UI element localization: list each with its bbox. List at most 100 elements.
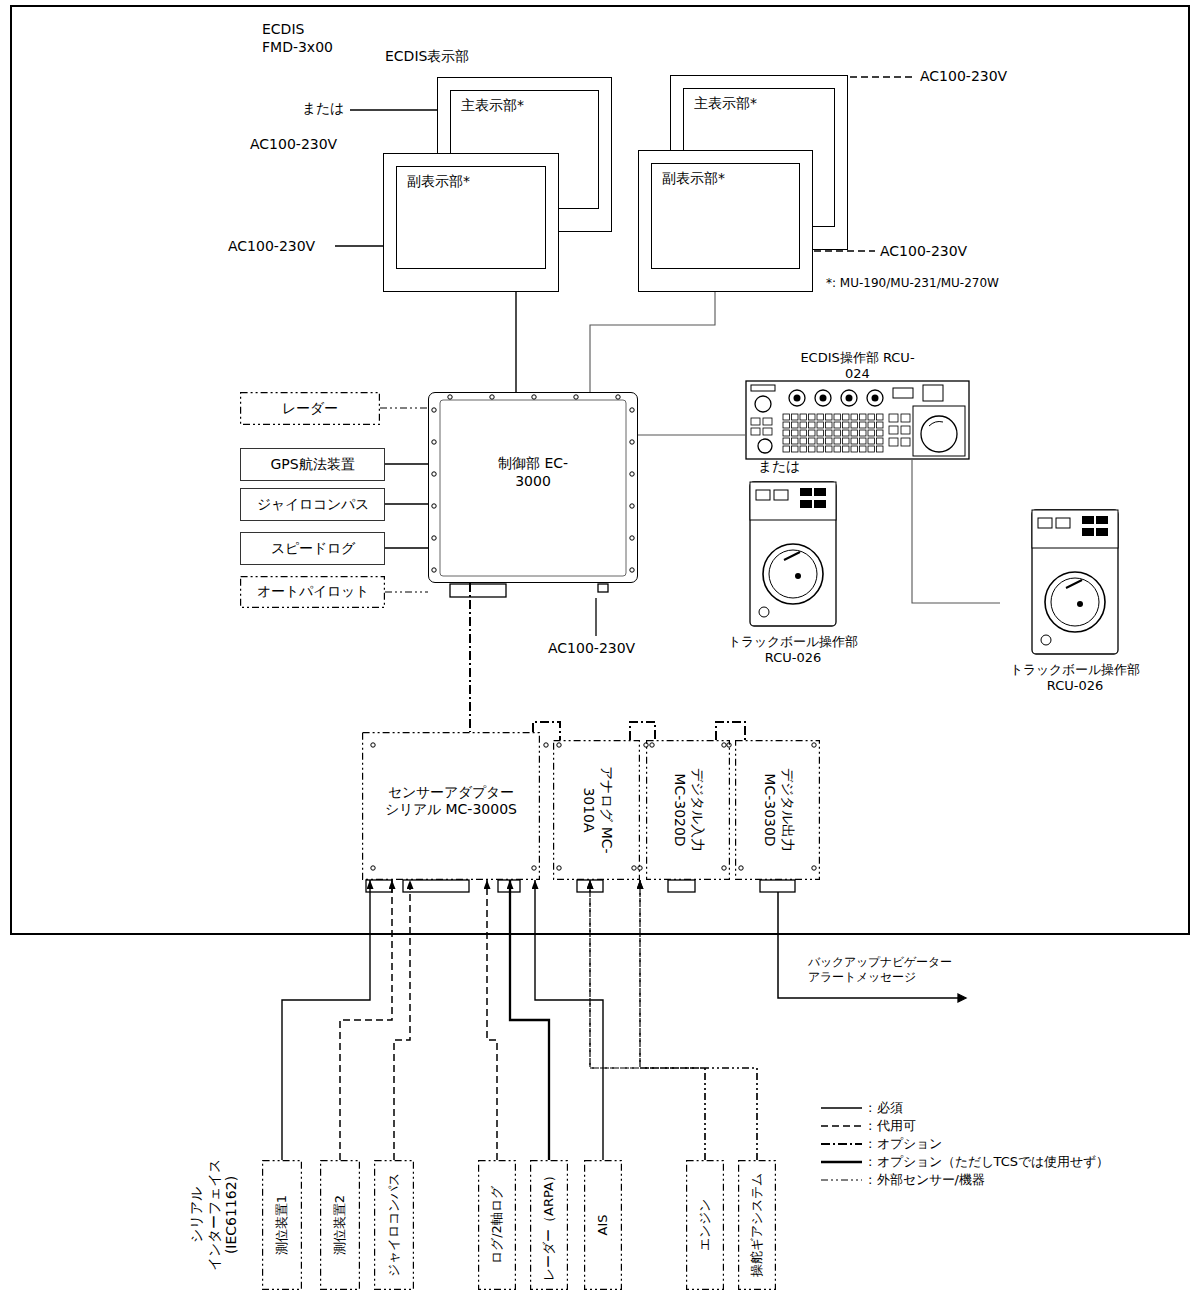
box-label: オートパイロット: [257, 583, 369, 601]
external-device: 測位装置2: [320, 1160, 360, 1290]
device-label: ジャイロコンパス: [386, 1173, 402, 1277]
device-label: レーダー（ARPA）: [541, 1169, 557, 1281]
connector: [385, 547, 428, 548]
connector: [590, 880, 705, 1160]
box-label: スピードログ: [271, 540, 355, 558]
external-device: レーダー（ARPA）: [530, 1160, 568, 1290]
legend-line-sample: [820, 1138, 864, 1150]
sensor-box: レーダー: [240, 392, 380, 425]
annotation: ECDIS表示部: [385, 48, 469, 66]
connector: [640, 880, 757, 1160]
system-frame: ECDIS FMD-3x00 主表示部* 副表示部* 主表示部* 副表示部* レーダー GP…: [10, 5, 1190, 935]
monitor-screen: 副表示部*: [651, 163, 800, 269]
connector: [340, 880, 392, 1160]
annotation: バックアップナビゲーター アラートメッセージ: [808, 955, 998, 985]
legend-text: : オプション: [868, 1136, 942, 1152]
trackball-unit: トラックボール操作部 RCU-026: [1000, 508, 1150, 703]
annotation: AC100-230V: [548, 640, 635, 658]
connector: [469, 583, 471, 732]
annotation: AC100-230V: [228, 238, 315, 256]
control-panel: ECDIS操作部 RCU-024: [745, 350, 970, 460]
display-label: 副表示部*: [397, 167, 545, 197]
monitor-screen: 副表示部*: [396, 166, 546, 269]
connector: [380, 407, 428, 408]
display-unit: 副表示部*: [383, 153, 559, 292]
module-label: デジタル入力 MC-3020D: [671, 760, 706, 860]
box-label: ジャイロコンパス: [257, 496, 369, 514]
display-label: 副表示部*: [652, 164, 799, 194]
box-label: レーダー: [282, 400, 338, 418]
connector: [640, 880, 705, 1160]
external-device: ジャイロコンパス: [374, 1160, 414, 1290]
legend-line-sample: [820, 1120, 864, 1132]
connector: [912, 460, 1000, 603]
sensor-box: GPS航法装置: [240, 448, 385, 481]
adapter-module: デジタル出力 MC-3030D: [735, 740, 820, 880]
legend-row: : 外部センサー/機器: [820, 1172, 985, 1188]
annotation: シリアル インターフェイス(IEC61162): [188, 1133, 241, 1298]
legend-text: : オプション（ただしTCSでは使用せず）: [868, 1154, 1109, 1170]
external-device: 操舵ギアシステム: [738, 1160, 776, 1290]
legend-text: : 外部センサー/機器: [868, 1172, 985, 1188]
unit-label: トラックボール操作部 RCU-026: [718, 634, 868, 667]
connector: [638, 434, 745, 435]
box-label: GPS航法装置: [270, 456, 354, 474]
annotation: AC100-230V: [880, 243, 967, 261]
legend-line-sample: [820, 1102, 864, 1114]
connector: [630, 722, 655, 740]
unit-heading: ECDIS操作部 RCU-024: [798, 350, 918, 383]
module-label: デジタル出力 MC-3030D: [760, 760, 795, 860]
external-device: エンジン: [686, 1160, 724, 1290]
connector: [535, 880, 603, 1160]
connector: [590, 292, 715, 392]
external-device: ログ/2軸ログ: [478, 1160, 516, 1290]
legend-row: : オプション: [820, 1136, 942, 1152]
legend-line-sample: [820, 1174, 864, 1186]
connector: [590, 880, 757, 1160]
module-label: センサーアダプター シリアル MC-3000S: [385, 784, 517, 819]
device-label: 操舵ギアシステム: [749, 1173, 765, 1277]
annotation: または: [758, 458, 800, 476]
annotation: または: [302, 100, 344, 118]
device-label: エンジン: [697, 1199, 713, 1251]
external-device: 測位装置1: [262, 1160, 302, 1290]
legend-text: : 必須: [868, 1100, 903, 1116]
annotation: AC100-230V: [920, 68, 1007, 86]
sensor-adapter: センサーアダプター シリアル MC-3000S: [362, 732, 540, 880]
connector: [394, 880, 410, 1160]
device-label: AIS: [595, 1215, 611, 1236]
sensor-box: ジャイロコンパス: [240, 488, 385, 521]
connector: [533, 722, 560, 740]
trackball-unit: トラックボール操作部 RCU-026: [718, 480, 868, 675]
annotation: AC100-230V: [250, 136, 337, 154]
device-label: ログ/2軸ログ: [489, 1186, 505, 1264]
frame-heading: ECDIS FMD-3x00: [262, 21, 342, 56]
adapter-module: デジタル入力 MC-3020D: [646, 740, 730, 880]
sensor-box: スピードログ: [240, 532, 385, 565]
external-device: AIS: [584, 1160, 622, 1290]
connector: [515, 292, 516, 392]
connector: [385, 503, 428, 504]
keyboard-illustration: [745, 380, 970, 460]
module-label: アナログ MC-3010A: [579, 760, 614, 860]
connector: [510, 880, 549, 1160]
connector: [385, 463, 428, 464]
unit-label: 制御部 EC-3000: [491, 455, 575, 490]
connector: [385, 591, 428, 592]
sensor-box: オートパイロット: [240, 576, 385, 608]
legend-row: : オプション（ただしTCSでは使用せず）: [820, 1154, 1109, 1170]
device-label: 測位装置1: [274, 1195, 290, 1255]
adapter-module: アナログ MC-3010A: [553, 740, 640, 880]
annotation: *: MU-190/MU-231/MU-270W: [826, 276, 999, 291]
display-unit: 副表示部*: [638, 150, 813, 292]
display-label: 主表示部*: [684, 89, 834, 119]
trackball-illustration: [748, 480, 838, 630]
legend-row: : 必須: [820, 1100, 903, 1116]
legend-text: : 代用可: [868, 1118, 916, 1134]
connector: [487, 880, 497, 1160]
display-label: 主表示部*: [451, 91, 598, 121]
legend-row: : 代用可: [820, 1118, 916, 1134]
control-unit: 制御部 EC-3000: [428, 392, 638, 583]
connector: [716, 722, 745, 740]
legend-line-sample: [820, 1156, 864, 1168]
